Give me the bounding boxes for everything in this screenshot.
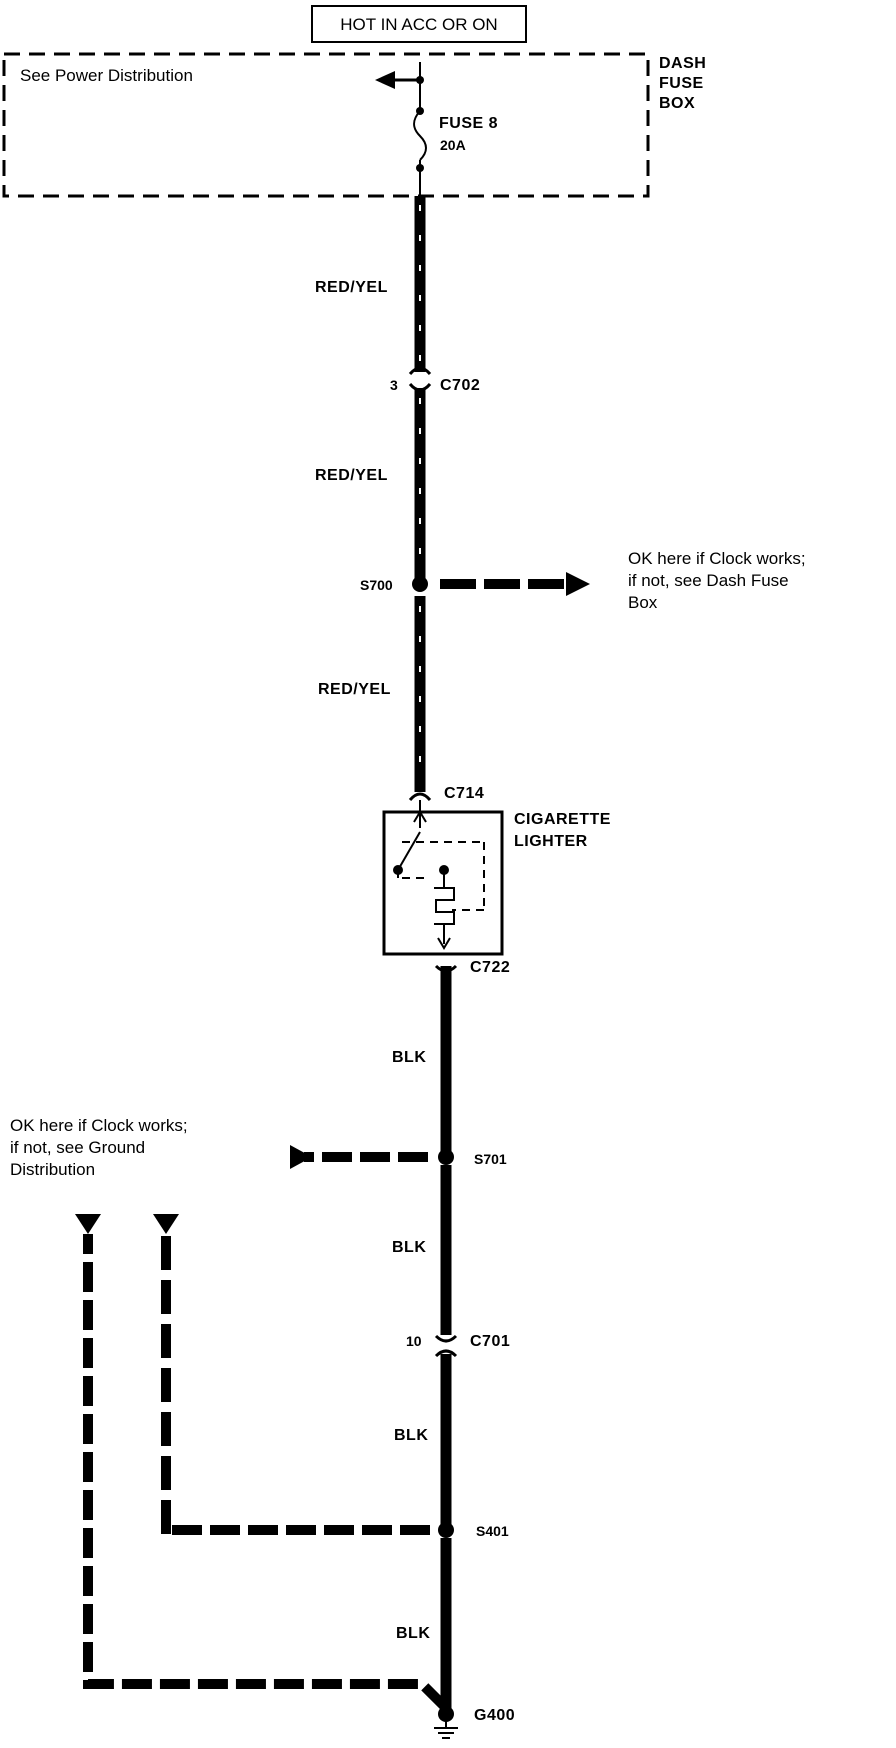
- blk-label-1: BLK: [392, 1049, 426, 1066]
- s700-branch-arrow-icon: [566, 572, 590, 596]
- fuse-terminal-top: [416, 76, 424, 84]
- c701-pin: 10: [406, 1333, 422, 1349]
- s700-note-line3: Box: [628, 593, 658, 612]
- blk-label-3: BLK: [394, 1427, 428, 1444]
- lighter-switch-icon: [393, 800, 485, 950]
- s401-splice-dot: [438, 1522, 454, 1538]
- c701-label: C701: [470, 1333, 510, 1350]
- s401-label: S401: [476, 1523, 509, 1539]
- g400-splice-dot: [438, 1706, 454, 1722]
- fuse-element-icon: [413, 110, 427, 161]
- s701-note-line2: if not, see Ground: [10, 1138, 145, 1157]
- c722-label: C722: [470, 959, 510, 976]
- c702-pin: 3: [390, 377, 398, 393]
- s701-label: S701: [474, 1151, 507, 1167]
- component-label-line1: CIGARETTE: [514, 811, 611, 828]
- s700-splice-dot: [412, 576, 428, 592]
- red-yel-label-1: RED/YEL: [315, 279, 388, 296]
- s701-branch-arrow-icon: [290, 1145, 312, 1169]
- power-distribution-arrow-icon: [375, 71, 395, 89]
- cigarette-lighter-box: [382, 810, 504, 956]
- see-power-distribution-note: See Power Distribution: [20, 66, 193, 85]
- fuse-box-name-line2: FUSE: [659, 75, 704, 92]
- c714-connector-icon: [408, 792, 432, 802]
- component-label-line2: LIGHTER: [514, 833, 588, 850]
- fuse-rating: 20A: [440, 137, 466, 153]
- header-title: HOT IN ACC OR ON: [340, 15, 497, 34]
- c702-label: C702: [440, 377, 480, 394]
- s701-splice-dot: [438, 1149, 454, 1165]
- s700-note-line1: OK here if Clock works;: [628, 549, 806, 568]
- s700-label: S700: [360, 577, 393, 593]
- g400-branch-arrow-icon: [75, 1214, 101, 1234]
- ground-icon: [434, 1720, 458, 1739]
- s701-note-line3: Distribution: [10, 1160, 95, 1179]
- blk-label-4: BLK: [396, 1625, 430, 1642]
- g400-branch-wire: [83, 1234, 450, 1712]
- g400-label: G400: [474, 1707, 515, 1724]
- fuse-box-name-line3: BOX: [659, 95, 695, 112]
- s401-branch-arrow-icon: [153, 1214, 179, 1234]
- fuse-box-name-line1: DASH: [659, 55, 706, 72]
- red-yel-label-2: RED/YEL: [315, 467, 388, 484]
- s700-note-line2: if not, see Dash Fuse: [628, 571, 789, 590]
- fuse-label: FUSE 8: [439, 115, 498, 132]
- blk-label-2: BLK: [392, 1239, 426, 1256]
- s701-note-line1: OK here if Clock works;: [10, 1116, 188, 1135]
- dash-fuse-box-outline: [2, 52, 650, 198]
- c701-connector-icon: [434, 1334, 458, 1358]
- header-box: [311, 5, 527, 43]
- c714-label: C714: [444, 785, 484, 802]
- red-yel-label-3: RED/YEL: [318, 681, 391, 698]
